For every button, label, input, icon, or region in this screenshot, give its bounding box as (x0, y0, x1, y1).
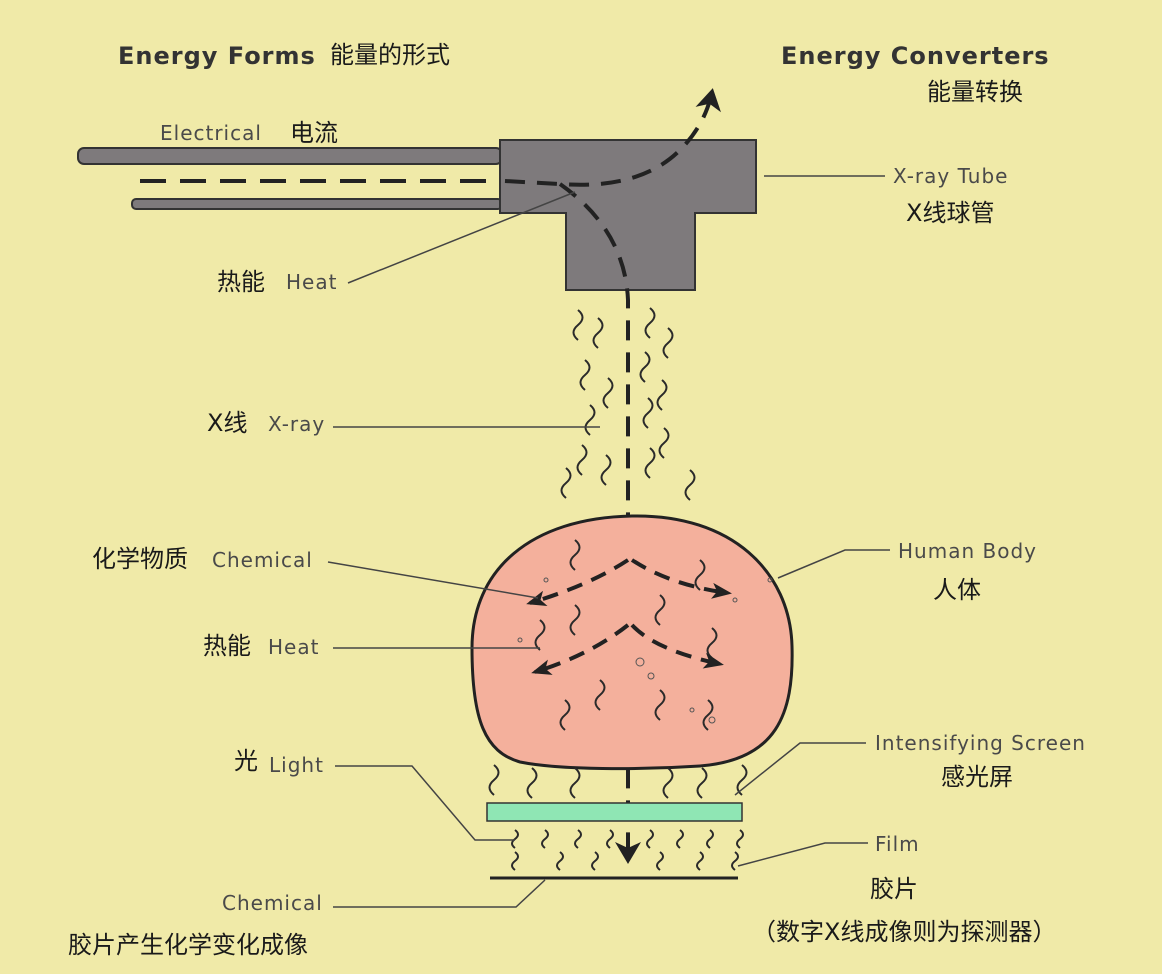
heat-label-cn-2: 热能 (203, 632, 251, 660)
xray-label-cn: X线 (207, 409, 248, 437)
body-energy-arrows (526, 558, 732, 675)
energy-forms-heading-en: Energy Forms (118, 42, 316, 70)
x-ray-tube (499, 139, 757, 291)
leader-lines (327, 175, 890, 908)
electrical-label-cn: 电流 (290, 119, 338, 147)
energy-forms-heading-cn: 能量的形式 (330, 41, 450, 69)
human-body-label-en: Human Body (898, 539, 1037, 563)
electrical-wires (77, 147, 503, 210)
xray-tube-label-cn: X线球管 (906, 199, 995, 227)
chemical-label-cn: 化学物质 (92, 545, 188, 573)
chemical-label-en: Chemical (212, 548, 313, 572)
electrical-label-en: Electrical (160, 121, 262, 145)
light-label-cn: 光 (234, 747, 258, 775)
xray-tube-label-en: X-ray Tube (893, 164, 1009, 188)
body-speckles (517, 577, 773, 724)
energy-converters-heading-cn: 能量转换 (927, 78, 1023, 106)
film-chemical-label-en: Chemical (222, 891, 323, 915)
intensifying-screen (486, 802, 743, 822)
film-label-en: Film (875, 832, 920, 856)
intensifying-screen-label-en: Intensifying Screen (875, 731, 1086, 755)
human-body-label-cn: 人体 (933, 576, 981, 604)
film-chemical-caption-cn: 胶片产生化学变化成像 (68, 931, 308, 959)
electron-flow-path (504, 88, 721, 864)
light-label-en: Light (269, 753, 324, 777)
heat-label-cn-1: 热能 (217, 268, 265, 296)
heat-label-en-1: Heat (286, 270, 338, 294)
energy-converters-heading-en: Energy Converters (781, 42, 1050, 70)
intensifying-screen-label-cn: 感光屏 (941, 763, 1013, 791)
xray-label-en: X-ray (268, 412, 326, 436)
film-label-cn: 胶片 (870, 875, 918, 903)
detector-note-cn: （数字X线成像则为探测器） (752, 918, 1057, 946)
heat-label-en-2: Heat (268, 635, 320, 659)
